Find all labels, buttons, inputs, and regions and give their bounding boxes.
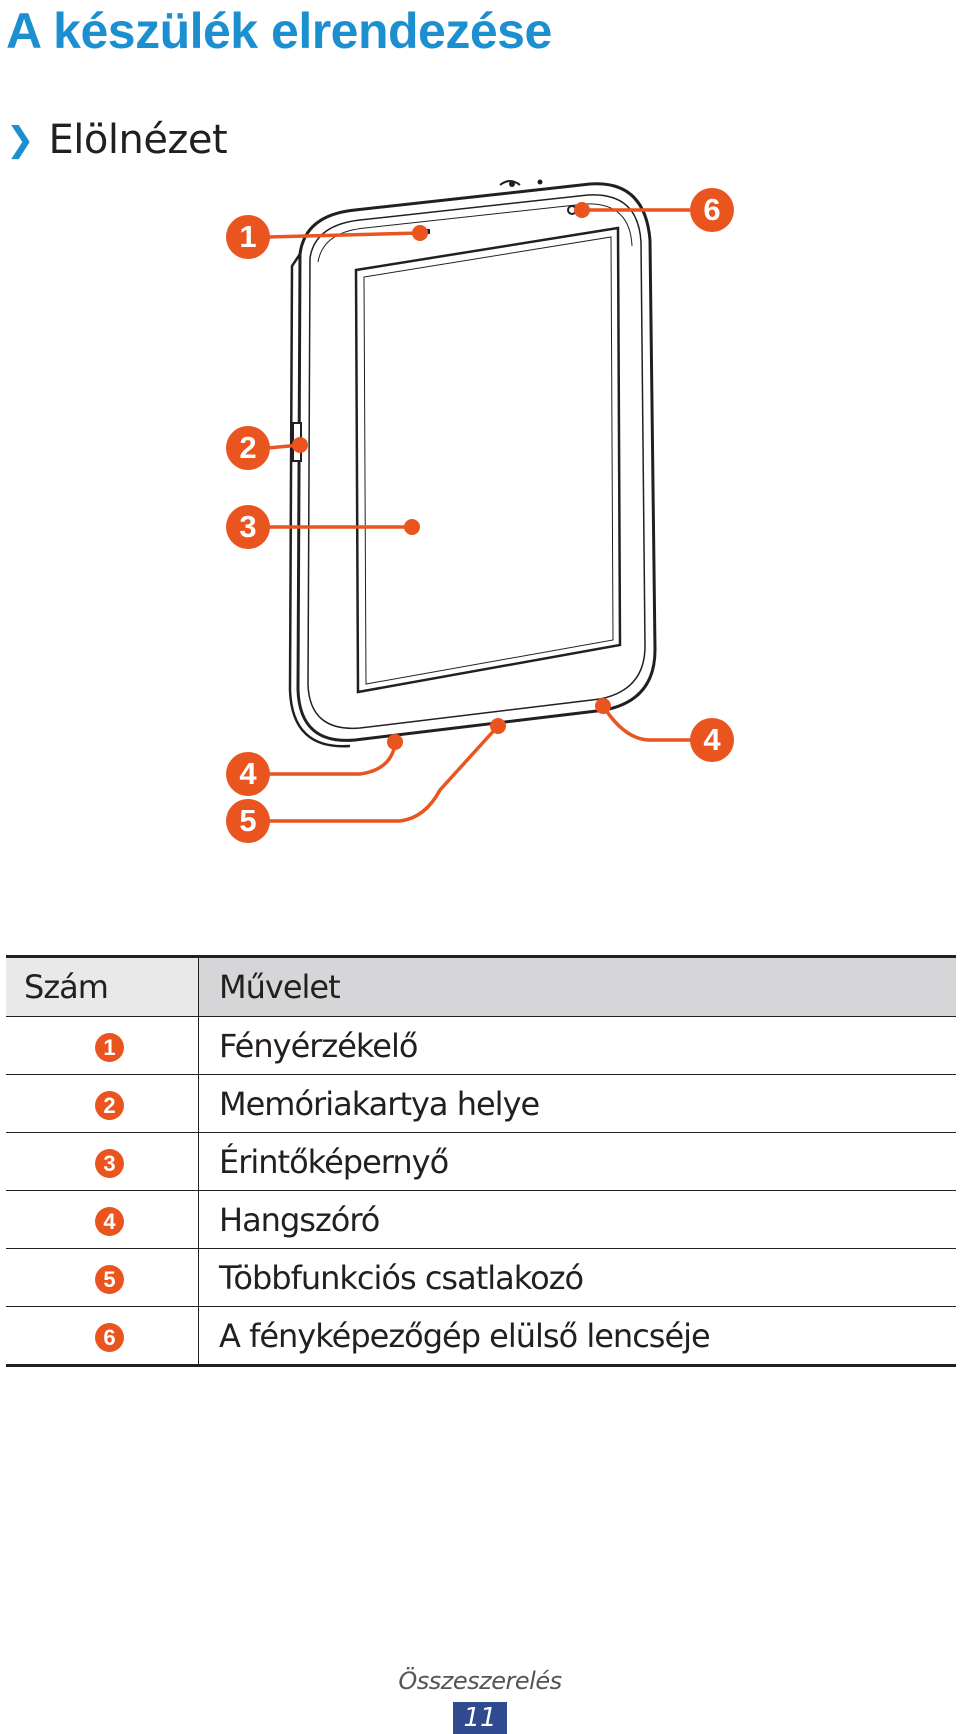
page-number-badge: 11 <box>453 1702 507 1734</box>
leader-line-5 <box>268 724 500 823</box>
tablet-illustration <box>267 179 692 823</box>
section-title: Elölnézet <box>48 117 228 163</box>
callout-dot-3 <box>404 519 420 535</box>
callout-dot-2 <box>292 437 308 453</box>
table-row: 3 Érintőképernyő <box>6 1132 956 1191</box>
column-header-number: Szám <box>6 955 199 1017</box>
row-action-label: A fényképezőgép elülső lencséje <box>198 1306 956 1367</box>
page-title: A készülék elrendezése <box>6 3 552 59</box>
table-row: 5 Többfunkciós csatlakozó <box>6 1248 956 1307</box>
column-header-action: Művelet <box>198 955 956 1017</box>
callout-number-3: 3 <box>226 505 270 549</box>
callout-number-1: 1 <box>226 215 270 259</box>
row-number-badge: 6 <box>95 1323 124 1352</box>
row-action-label: Hangszóró <box>198 1190 956 1249</box>
leader-line-1 <box>267 231 421 239</box>
callout-number-5: 5 <box>226 799 270 843</box>
row-action-label: Többfunkciós csatlakozó <box>198 1248 956 1307</box>
row-number-badge: 5 <box>95 1265 124 1294</box>
legend-table: Szám Művelet 1 Fényérzékelő 2 Memóriakar… <box>6 955 956 1367</box>
callout-number-4-left: 4 <box>226 752 270 796</box>
chevron-right-icon: ❯ <box>6 120 35 160</box>
callout-number-4-right: 4 <box>690 718 734 762</box>
table-row: 6 A fényképezőgép elülső lencséje <box>6 1306 956 1367</box>
row-number-badge: 4 <box>95 1207 124 1236</box>
row-number-badge: 2 <box>95 1091 124 1120</box>
callout-dot-6 <box>574 202 590 218</box>
table-row: 2 Memóriakartya helye <box>6 1074 956 1133</box>
row-action-label: Fényérzékelő <box>198 1016 956 1075</box>
device-front-view-figure: 1 2 3 4 5 6 4 <box>0 170 960 920</box>
section-heading: ❯ Elölnézet <box>6 112 228 168</box>
leader-line-4b <box>601 705 692 742</box>
callout-number-6: 6 <box>690 188 734 232</box>
row-number-badge: 3 <box>95 1149 124 1178</box>
table-header-row: Szám Művelet <box>6 955 956 1017</box>
callout-number-2: 2 <box>226 426 270 470</box>
callout-dot-4a <box>387 734 403 750</box>
callout-dot-5 <box>490 718 506 734</box>
table-row: 1 Fényérzékelő <box>6 1016 956 1075</box>
touch-screen <box>354 226 622 694</box>
callout-dot-4b <box>595 698 611 714</box>
table-row: 4 Hangszóró <box>6 1190 956 1249</box>
row-action-label: Érintőképernyő <box>198 1132 956 1191</box>
row-action-label: Memóriakartya helye <box>198 1074 956 1133</box>
footer-section-name: Összeszerelés <box>398 1667 562 1695</box>
row-number-badge: 1 <box>95 1033 124 1062</box>
tablet-bevel <box>307 194 646 730</box>
callout-dot-1 <box>412 225 428 241</box>
leader-line-4a <box>268 744 397 776</box>
